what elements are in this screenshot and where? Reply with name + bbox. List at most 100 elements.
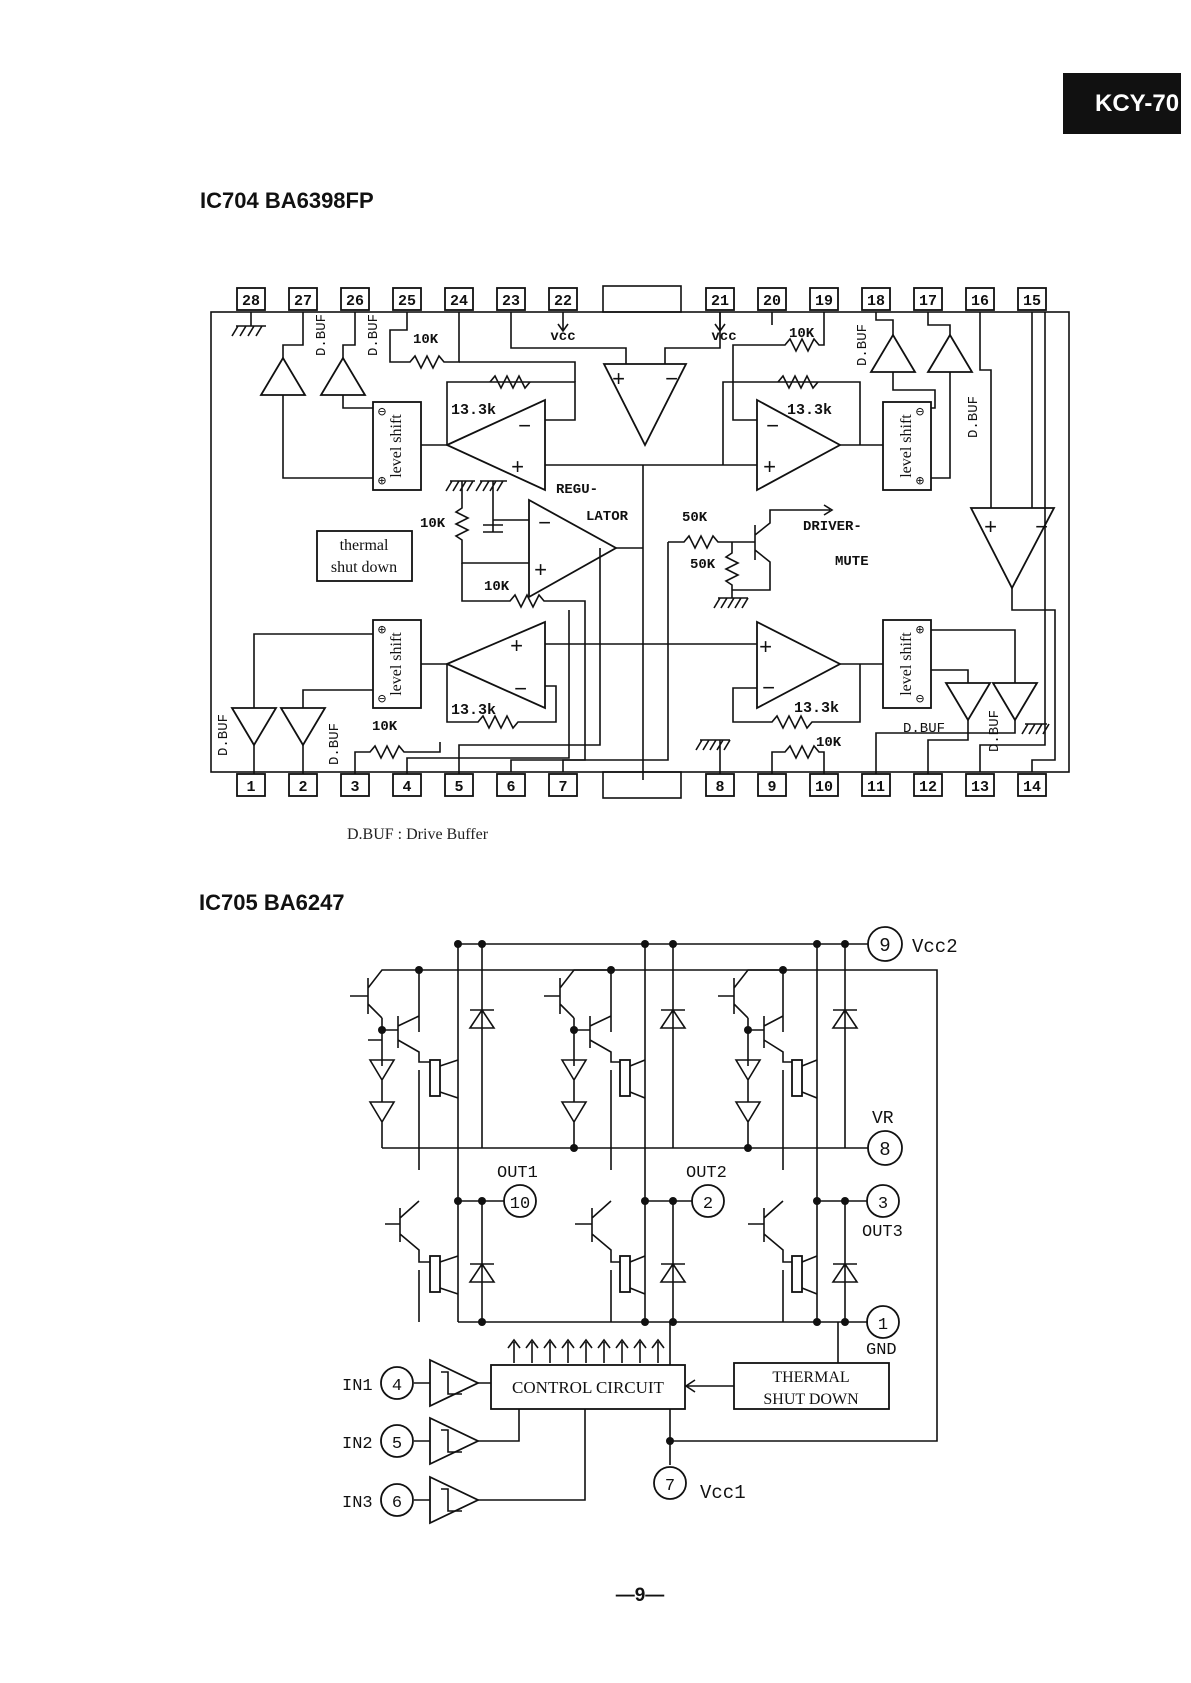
dbuf-label-11: D.BUF bbox=[903, 721, 945, 737]
svg-text:thermal: thermal bbox=[340, 537, 389, 554]
vr-label: VR bbox=[872, 1109, 894, 1129]
ic704-block-diagram: 28 27 26 25 24 23 22 21 20 19 18 17 16 1… bbox=[210, 285, 1070, 799]
res-10k-label-1: 10K bbox=[413, 332, 439, 348]
ic704-dbuf-note: D.BUF : Drive Buffer bbox=[347, 826, 489, 843]
svg-text:level shift: level shift bbox=[388, 632, 405, 696]
svg-text:6: 6 bbox=[506, 779, 515, 796]
input-buffer-2 bbox=[414, 1409, 520, 1466]
svg-text:11: 11 bbox=[867, 779, 885, 796]
svg-text:2: 2 bbox=[298, 779, 307, 796]
ic704-bottom-pins: 1 2 3 4 5 6 7 8 9 10 11 12 13 14 bbox=[236, 773, 1047, 797]
svg-text:THERMAL: THERMAL bbox=[772, 1369, 849, 1386]
pin-in1: 4 bbox=[380, 1366, 414, 1400]
pin-gnd: 1 bbox=[866, 1305, 900, 1339]
pin-8: 8 bbox=[705, 773, 735, 797]
pin-9: 9 bbox=[757, 773, 787, 797]
svg-text:⊖: ⊖ bbox=[916, 405, 925, 421]
svg-text:25: 25 bbox=[398, 293, 416, 310]
svg-text:4: 4 bbox=[402, 779, 411, 796]
svg-text:10: 10 bbox=[510, 1195, 530, 1214]
svg-text:⊕: ⊕ bbox=[378, 474, 387, 490]
pin-24: 24 bbox=[444, 287, 474, 311]
pin-26: 26 bbox=[340, 287, 370, 311]
pin-vcc1: 7 bbox=[653, 1466, 687, 1500]
dbuf-12 bbox=[927, 669, 992, 774]
svg-text:⊕: ⊕ bbox=[916, 474, 925, 490]
svg-text:15: 15 bbox=[1023, 293, 1041, 310]
out3-label: OUT3 bbox=[862, 1223, 903, 1242]
dbuf-11 bbox=[875, 629, 1039, 774]
svg-text:14: 14 bbox=[1023, 779, 1041, 796]
pin-16: 16 bbox=[965, 287, 995, 311]
regulator-label-b: LATOR bbox=[586, 509, 629, 525]
opamp-right-large: + − bbox=[969, 507, 1056, 590]
pin-in2: 5 bbox=[380, 1424, 414, 1458]
svg-text:+: + bbox=[763, 456, 776, 481]
svg-text:23: 23 bbox=[502, 293, 520, 310]
driver-mute-label-a: DRIVER- bbox=[803, 519, 862, 535]
upper-driver-2 bbox=[544, 969, 687, 1170]
opamp-bottom-right: + − bbox=[756, 620, 842, 710]
ic704-top-pins: 28 27 26 25 24 23 22 21 20 19 18 17 16 1… bbox=[236, 287, 1047, 311]
pin-22: 22 bbox=[548, 287, 578, 311]
svg-text:⊖: ⊖ bbox=[916, 692, 925, 708]
svg-text:9: 9 bbox=[767, 779, 776, 796]
svg-text:−: − bbox=[766, 415, 779, 440]
opamp-top-center: + − bbox=[602, 363, 688, 447]
res-13k-label-2: 13.3k bbox=[787, 402, 832, 419]
dbuf-27 bbox=[259, 312, 307, 396]
res-13k-label-4: 13.3k bbox=[794, 700, 839, 717]
pin-2: 2 bbox=[288, 773, 318, 797]
pin-1: 1 bbox=[236, 773, 266, 797]
pin-13: 13 bbox=[965, 773, 995, 797]
svg-text:+: + bbox=[759, 636, 772, 661]
svg-text:8: 8 bbox=[879, 1139, 890, 1161]
svg-text:shut down: shut down bbox=[331, 559, 397, 576]
svg-text:⊕: ⊕ bbox=[916, 623, 925, 639]
dbuf-label-26: D.BUF bbox=[366, 314, 382, 356]
svg-text:17: 17 bbox=[919, 293, 937, 310]
svg-text:⊖: ⊖ bbox=[378, 405, 387, 421]
svg-text:⊖: ⊖ bbox=[378, 692, 387, 708]
svg-text:7: 7 bbox=[665, 1477, 675, 1496]
svg-text:CONTROL CIRCUIT: CONTROL CIRCUIT bbox=[512, 1378, 665, 1397]
upper-driver-1 bbox=[350, 969, 496, 1170]
svg-text:2: 2 bbox=[703, 1195, 713, 1214]
thermal-shutdown-box-705: THERMAL SHUT DOWN bbox=[733, 1362, 890, 1410]
level-shift-bottom-left: level shift ⊕ ⊖ bbox=[372, 619, 422, 709]
dbuf-label-18: D.BUF bbox=[855, 324, 871, 366]
svg-text:−: − bbox=[538, 512, 551, 537]
pin-17: 17 bbox=[913, 287, 943, 311]
res-13k-label-1: 13.3k bbox=[451, 402, 496, 419]
pin-out2: 2 bbox=[691, 1184, 725, 1218]
svg-text:level shift: level shift bbox=[898, 414, 915, 478]
pin-out1: 10 bbox=[503, 1184, 537, 1218]
junction-dots bbox=[378, 940, 849, 1445]
thermal-shutdown-box: thermal shut down bbox=[316, 530, 413, 582]
dbuf-2 bbox=[279, 707, 327, 774]
pin-27: 27 bbox=[288, 287, 318, 311]
svg-text:21: 21 bbox=[711, 293, 729, 310]
upper-driver-3 bbox=[718, 969, 859, 1170]
model-badge: KCY-70 bbox=[1063, 73, 1181, 134]
vcc-label-22: vcc bbox=[550, 329, 575, 345]
vcc2-label: Vcc2 bbox=[912, 936, 958, 958]
pin-5: 5 bbox=[444, 773, 474, 797]
pin-vr: 8 bbox=[867, 1130, 903, 1166]
page-number: —9— bbox=[615, 1585, 665, 1606]
pin-3: 3 bbox=[340, 773, 370, 797]
svg-text:10: 10 bbox=[815, 779, 833, 796]
svg-text:13: 13 bbox=[971, 779, 989, 796]
dbuf-label-16: D.BUF bbox=[966, 396, 982, 438]
svg-text:5: 5 bbox=[392, 1435, 402, 1454]
svg-text:+: + bbox=[534, 559, 547, 584]
res-10k-label-4: 10K bbox=[484, 579, 510, 595]
dbuf-1 bbox=[230, 707, 278, 774]
ic704-title: IC704 BA6398FP bbox=[200, 188, 374, 213]
ground-icon bbox=[231, 312, 266, 337]
pin-15: 15 bbox=[1017, 287, 1047, 311]
svg-text:24: 24 bbox=[450, 293, 468, 310]
svg-text:16: 16 bbox=[971, 293, 989, 310]
out2-label: OUT2 bbox=[686, 1164, 727, 1183]
res-13k-label-3: 13.3k bbox=[451, 702, 496, 719]
